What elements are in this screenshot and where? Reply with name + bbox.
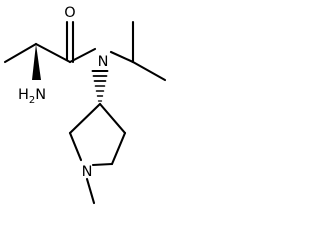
bond-nitrogen-methyl xyxy=(85,177,96,205)
amide-nitrogen-label: N xyxy=(98,54,109,70)
bond-isopropyl-methyl-right xyxy=(131,60,167,82)
amine-label: H2N xyxy=(18,87,46,106)
chemical-structure: O N H2N N xyxy=(3,5,167,205)
ring-nitrogen-label: N xyxy=(82,164,93,180)
bond-amide-nitrogen-isopropyl xyxy=(109,50,135,64)
bond-ring-c5-nitrogen xyxy=(91,162,114,167)
carbonyl-oxygen-label: O xyxy=(64,5,75,21)
bond-carbonyl-amide-nitrogen xyxy=(68,47,97,64)
bond-ring-c3-c4 xyxy=(98,102,127,135)
amine-hydrogen-count: 2 xyxy=(29,95,35,106)
bond-alpha-carbon-carbonyl xyxy=(34,42,72,64)
bond-ring-nitrogen-c2 xyxy=(68,131,83,162)
amine-hydrogen: H xyxy=(18,87,29,103)
bond-skeleton xyxy=(3,20,167,205)
hashed-wedge-bond xyxy=(91,70,109,102)
bond-methyl-alpha-carbon xyxy=(3,42,38,64)
bond-ring-c4-c5 xyxy=(110,131,127,166)
amine-nitrogen: N xyxy=(35,87,46,103)
wedge-bond-amine xyxy=(32,44,41,80)
bond-ring-c2-c3 xyxy=(68,102,102,135)
